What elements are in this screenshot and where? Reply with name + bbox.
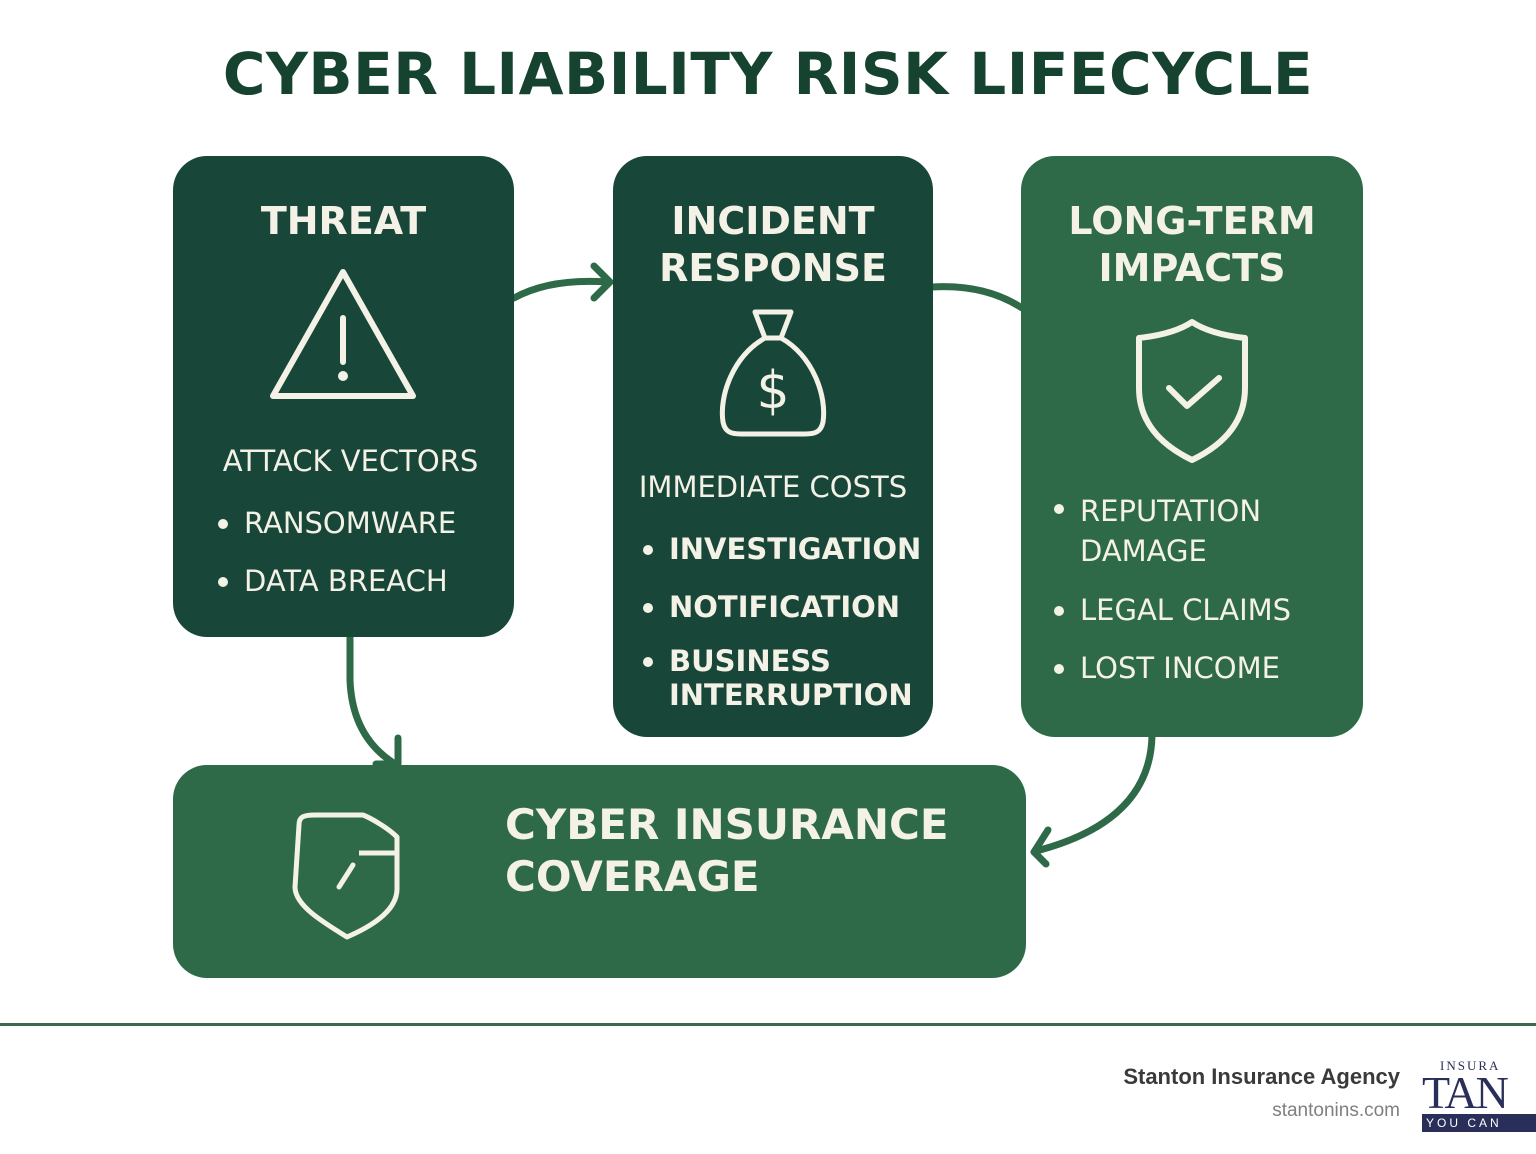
page-title: CYBER LIABILITY RISK LIFECYCLE: [222, 40, 1314, 108]
agency-info: Stanton Insurance Agency stantonins.com: [1123, 1064, 1400, 1122]
logo-main-text: TAN: [1422, 1067, 1509, 1118]
list-item: LEGAL CLAIMS: [1054, 593, 1344, 627]
shield-icon: [292, 812, 400, 940]
agency-url[interactable]: stantonins.com: [1272, 1100, 1400, 1121]
logo-top-text: INSURA: [1440, 1058, 1501, 1073]
arrowhead-insurance-top: [372, 734, 402, 768]
card-title: CYBER INSURANCE COVERAGE: [505, 799, 949, 903]
arrow-incident-to-impacts: [928, 283, 1026, 312]
agency-name: Stanton Insurance Agency: [1123, 1064, 1400, 1089]
arrowhead-insurance-right: [1030, 826, 1052, 868]
agency-logo: INSURA TAN YOU CAN: [1422, 1058, 1536, 1134]
list-item: INVESTIGATION: [643, 532, 923, 566]
card-title-line: COVERAGE: [505, 852, 760, 901]
card-cyber-insurance: CYBER INSURANCE COVERAGE: [173, 765, 1026, 978]
card-threat: THREAT ATTACK VECTORS RANSOMWARE DATA BR…: [173, 156, 514, 637]
card-title-line: INCIDENT: [671, 199, 875, 243]
svg-text:$: $: [756, 361, 789, 421]
bullet-list: REPUTATION DAMAGE LEGAL CLAIMS LOST INCO…: [1054, 491, 1344, 685]
list-item: DATA BREACH: [218, 564, 456, 598]
logo-tagline: YOU CAN: [1422, 1114, 1536, 1132]
card-long-term-impacts: LONG-TERM IMPACTS REPUTATION DAMAGE LEGA…: [1021, 156, 1363, 737]
shield-check-icon: [1136, 319, 1248, 463]
card-title-line: LONG-TERM: [1068, 199, 1316, 243]
bullet-list: RANSOMWARE DATA BREACH: [218, 506, 456, 598]
list-item: RANSOMWARE: [218, 506, 456, 540]
list-item: BUSINESS INTERRUPTION: [643, 644, 923, 712]
card-title: INCIDENT RESPONSE: [613, 198, 933, 292]
list-item: REPUTATION DAMAGE: [1054, 491, 1344, 571]
card-title-line: CYBER INSURANCE: [505, 800, 949, 849]
footer-divider: [0, 1023, 1536, 1026]
money-bag-icon: $: [719, 309, 827, 437]
warning-triangle-icon: [270, 269, 416, 399]
card-title: LONG-TERM IMPACTS: [1021, 198, 1363, 292]
list-item: LOST INCOME: [1054, 651, 1344, 685]
list-item: NOTIFICATION: [643, 590, 923, 624]
card-title-line: RESPONSE: [659, 246, 887, 290]
arrow-impacts-to-insurance: [1036, 732, 1156, 854]
arrow-threat-to-incident: [510, 277, 612, 302]
card-incident-response: INCIDENT RESPONSE $ IMMEDIATE COSTS INVE…: [613, 156, 933, 737]
arrowhead-incident: [590, 262, 614, 302]
card-title-line: IMPACTS: [1098, 246, 1286, 290]
bullet-list: INVESTIGATION NOTIFICATION BUSINESS INTE…: [643, 532, 923, 712]
card-subtitle: IMMEDIATE COSTS: [638, 470, 908, 504]
card-subtitle: ATTACK VECTORS: [222, 444, 479, 478]
arrow-threat-to-insurance: [346, 632, 396, 766]
card-title: THREAT: [260, 199, 427, 243]
